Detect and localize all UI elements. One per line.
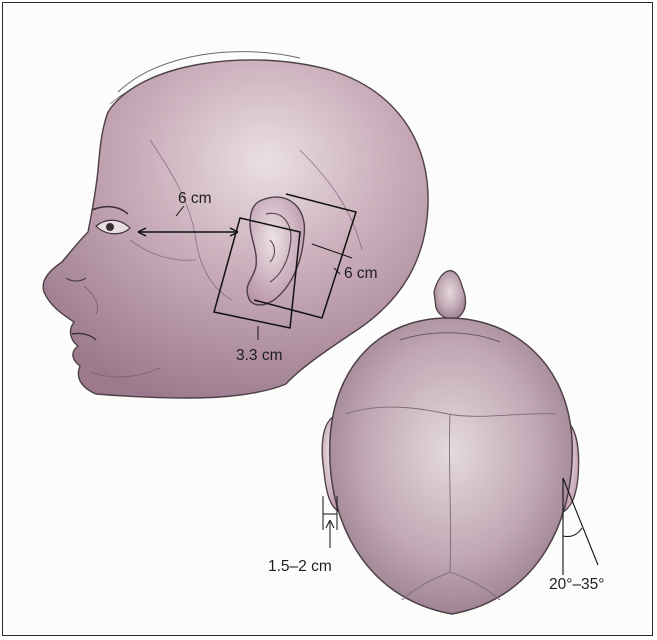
ear-width-label: 3.3 cm (236, 347, 283, 364)
top-view-nose (434, 271, 466, 319)
top-view-skull (330, 318, 573, 614)
ear-protrusion-label: 1.5–2 cm (268, 558, 332, 575)
pupil (106, 223, 114, 231)
forward-distance-label: 6 cm (178, 190, 212, 207)
ear-box-height-label: 6 cm (344, 265, 378, 282)
angle-line (563, 478, 598, 565)
angle-arc (563, 528, 582, 537)
ear-angle-label: 20°–35° (549, 576, 605, 593)
